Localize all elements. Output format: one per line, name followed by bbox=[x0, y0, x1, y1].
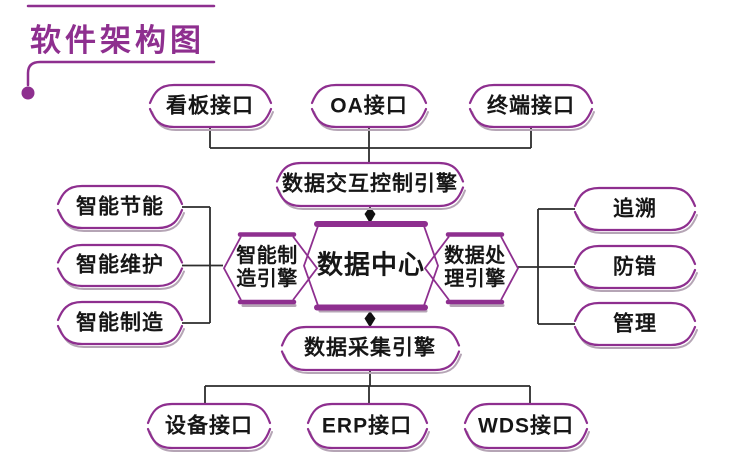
label-terminal-interface: 终端接口 bbox=[487, 94, 575, 118]
arrow-down-icon bbox=[364, 311, 376, 328]
hex-smart-manufacturing-engine bbox=[222, 232, 319, 307]
hex-data-center bbox=[303, 221, 439, 313]
label-kanban-interface: 看板接口 bbox=[166, 94, 254, 118]
label-trace: 追溯 bbox=[613, 197, 657, 221]
hex-data-processing-engine bbox=[423, 232, 520, 307]
label-management: 管理 bbox=[613, 312, 657, 336]
box-kanban-interface bbox=[148, 83, 274, 131]
title-rule-dot bbox=[21, 86, 35, 100]
connector-left-bracket bbox=[182, 206, 223, 324]
label-smart-manufacturing: 智能制造 bbox=[76, 311, 164, 335]
box-oa-interface bbox=[310, 83, 429, 131]
box-terminal-interface bbox=[468, 83, 595, 131]
label-data-interaction-engine: 数据交互控制引擎 bbox=[282, 172, 458, 196]
arrow-down-icon bbox=[364, 206, 376, 224]
box-smart-energy bbox=[56, 184, 185, 232]
box-data-interaction-engine bbox=[275, 161, 466, 210]
label-smart-energy: 智能节能 bbox=[76, 195, 164, 219]
label-device-interface: 设备接口 bbox=[165, 414, 253, 438]
label-data-processing-engine: 数据处理引擎 bbox=[444, 245, 506, 290]
box-smart-manufacturing bbox=[56, 300, 185, 348]
label-data-center: 数据中心 bbox=[316, 249, 426, 280]
box-smart-maintenance bbox=[56, 243, 185, 290]
page-title: 软件架构图 bbox=[30, 23, 205, 58]
label-erp-interface: ERP接口 bbox=[321, 414, 413, 438]
box-management bbox=[573, 301, 698, 349]
box-error-proofing bbox=[573, 244, 698, 292]
connector-right-bracket bbox=[518, 208, 575, 325]
label-error-proofing: 防错 bbox=[613, 255, 657, 279]
box-wds-interface bbox=[463, 402, 590, 452]
label-wds-interface: WDS接口 bbox=[478, 414, 574, 438]
label-oa-interface: OA接口 bbox=[330, 94, 408, 118]
box-data-collection-engine bbox=[280, 325, 462, 374]
label-smart-maintenance: 智能维护 bbox=[76, 253, 164, 277]
box-trace bbox=[573, 186, 698, 234]
connector-top-bus bbox=[209, 127, 532, 163]
label-data-collection-engine: 数据采集引擎 bbox=[304, 336, 436, 360]
title-bottom-rule bbox=[26, 60, 216, 87]
box-erp-interface bbox=[306, 402, 430, 452]
box-device-interface bbox=[146, 402, 273, 452]
label-smart-manufacturing-engine: 智能制造引擎 bbox=[236, 245, 298, 290]
connector-bottom-bus bbox=[204, 370, 531, 404]
